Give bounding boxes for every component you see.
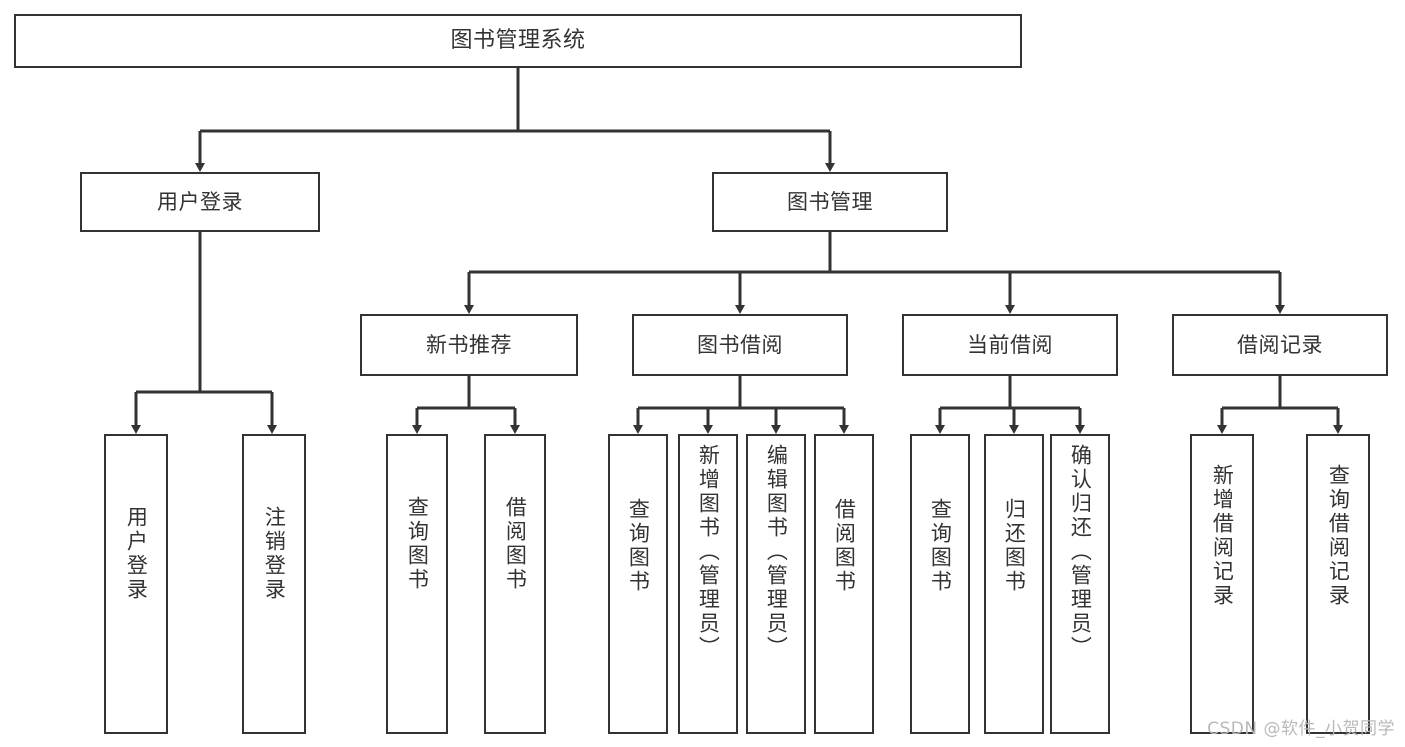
node-new-book-recommend[interactable]: 新书推荐: [360, 314, 578, 376]
node-book-manage-label: 图书管理: [787, 189, 873, 214]
leaf-confirm-return[interactable]: 确认归还（管理员）: [1050, 434, 1110, 734]
leaf-confirm-return-label: 确认归还（管理员）: [1068, 444, 1093, 660]
leaf-user-login[interactable]: 用户登录: [104, 434, 168, 734]
leaf-logout-label: 注销登录: [262, 506, 287, 602]
leaf-query-book-rec-label: 查询图书: [405, 496, 430, 592]
node-root[interactable]: 图书管理系统: [14, 14, 1022, 68]
leaf-query-borrow-record-label: 查询借阅记录: [1326, 464, 1351, 608]
leaf-add-borrow-record-label: 新增借阅记录: [1210, 464, 1235, 608]
node-book-borrow[interactable]: 图书借阅: [632, 314, 848, 376]
leaf-return-book-label: 归还图书: [1002, 498, 1027, 594]
leaf-edit-book-label: 编辑图书（管理员）: [764, 444, 789, 660]
leaf-edit-book[interactable]: 编辑图书（管理员）: [746, 434, 806, 734]
leaf-borrow-book[interactable]: 借阅图书: [814, 434, 874, 734]
node-user-login[interactable]: 用户登录: [80, 172, 320, 232]
leaf-add-book[interactable]: 新增图书（管理员）: [678, 434, 738, 734]
leaf-add-book-label: 新增图书（管理员）: [696, 444, 721, 660]
leaf-query-book-current-label: 查询图书: [928, 498, 953, 594]
leaf-logout[interactable]: 注销登录: [242, 434, 306, 734]
leaf-return-book[interactable]: 归还图书: [984, 434, 1044, 734]
leaf-add-borrow-record[interactable]: 新增借阅记录: [1190, 434, 1254, 734]
node-new-book-recommend-label: 新书推荐: [426, 332, 512, 357]
node-book-manage[interactable]: 图书管理: [712, 172, 948, 232]
csdn-watermark: CSDN @软件_小贺同学: [1207, 719, 1395, 739]
leaf-query-book-borrow[interactable]: 查询图书: [608, 434, 668, 734]
node-borrow-record[interactable]: 借阅记录: [1172, 314, 1388, 376]
node-current-borrow[interactable]: 当前借阅: [902, 314, 1118, 376]
node-borrow-record-label: 借阅记录: [1237, 332, 1323, 357]
leaf-user-login-label: 用户登录: [124, 506, 149, 602]
leaf-query-borrow-record[interactable]: 查询借阅记录: [1306, 434, 1370, 734]
leaf-borrow-book-rec[interactable]: 借阅图书: [484, 434, 546, 734]
leaf-query-book-borrow-label: 查询图书: [626, 498, 651, 594]
leaf-borrow-book-label: 借阅图书: [832, 498, 857, 594]
node-book-borrow-label: 图书借阅: [697, 332, 783, 357]
leaf-query-book-rec[interactable]: 查询图书: [386, 434, 448, 734]
node-root-label: 图书管理系统: [450, 28, 586, 54]
node-user-login-label: 用户登录: [157, 189, 243, 214]
leaf-borrow-book-rec-label: 借阅图书: [503, 496, 528, 592]
node-current-borrow-label: 当前借阅: [967, 332, 1053, 357]
leaf-query-book-current[interactable]: 查询图书: [910, 434, 970, 734]
